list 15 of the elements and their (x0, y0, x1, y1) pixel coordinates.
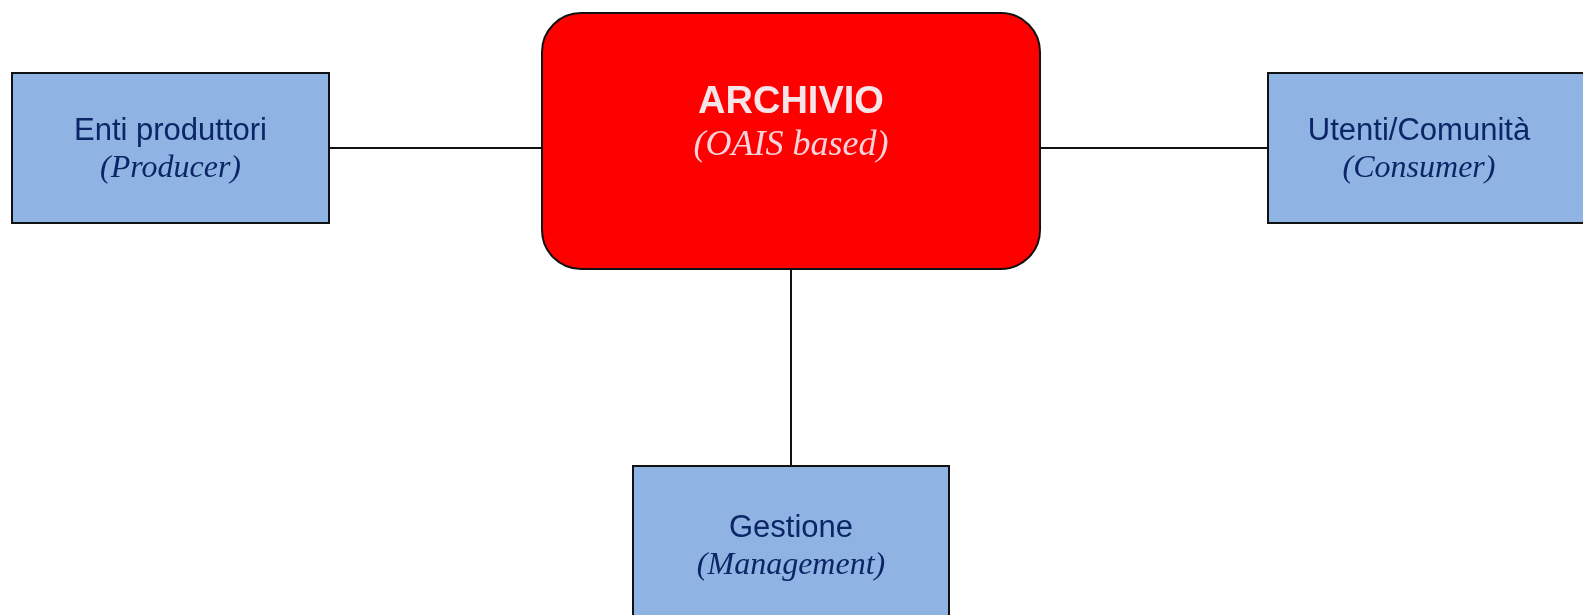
entity-box (11, 72, 330, 224)
node-title: ARCHIVIO (698, 78, 884, 122)
node-title: Enti produttori (74, 111, 267, 148)
connector-line (329, 147, 542, 149)
node-subtitle: (OAIS based) (693, 121, 889, 164)
entity-box (632, 465, 950, 615)
node-title: Gestione (728, 508, 854, 545)
entity-box (1267, 72, 1583, 224)
node-subtitle: (Consumer) (1342, 147, 1496, 185)
node-title: Utenti/Comunità (1307, 111, 1531, 148)
connector-line (1040, 147, 1268, 149)
node-subtitle: (Management) (696, 544, 886, 582)
connector-line (790, 269, 792, 466)
node-subtitle: (Producer) (100, 147, 241, 185)
archive-box (541, 12, 1041, 270)
